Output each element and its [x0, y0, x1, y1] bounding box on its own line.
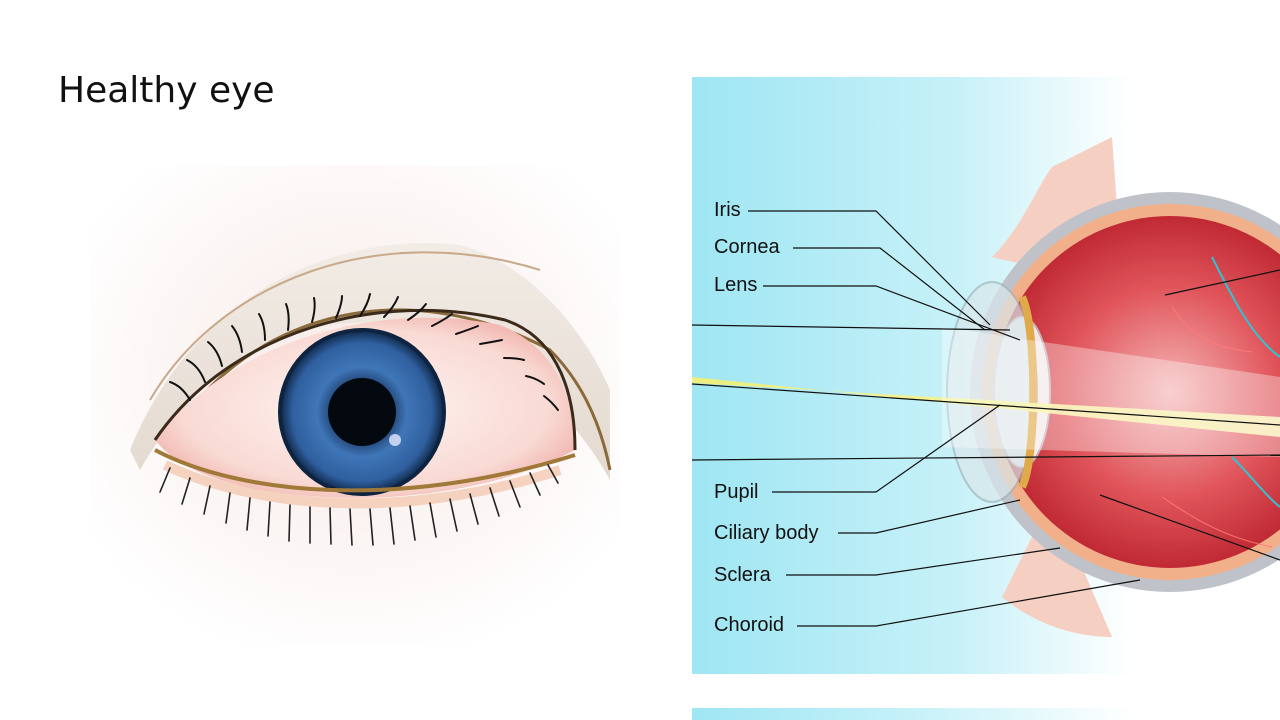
- label-lens: Lens: [714, 274, 758, 296]
- page-title: Healthy eye: [58, 70, 275, 111]
- label-iris: Iris: [714, 199, 741, 221]
- frontal-eye-illustration: [90, 165, 620, 645]
- label-choroid: Choroid: [714, 614, 785, 636]
- label-pupil: Pupil: [714, 481, 759, 503]
- eye-cross-section-diagram: [692, 77, 1280, 674]
- label-cornea: Cornea: [714, 236, 780, 258]
- label-sclera: Sclera: [714, 564, 771, 586]
- label-ciliary-body: Ciliary body: [714, 522, 819, 544]
- bottom-cyan-strip: [692, 708, 1280, 720]
